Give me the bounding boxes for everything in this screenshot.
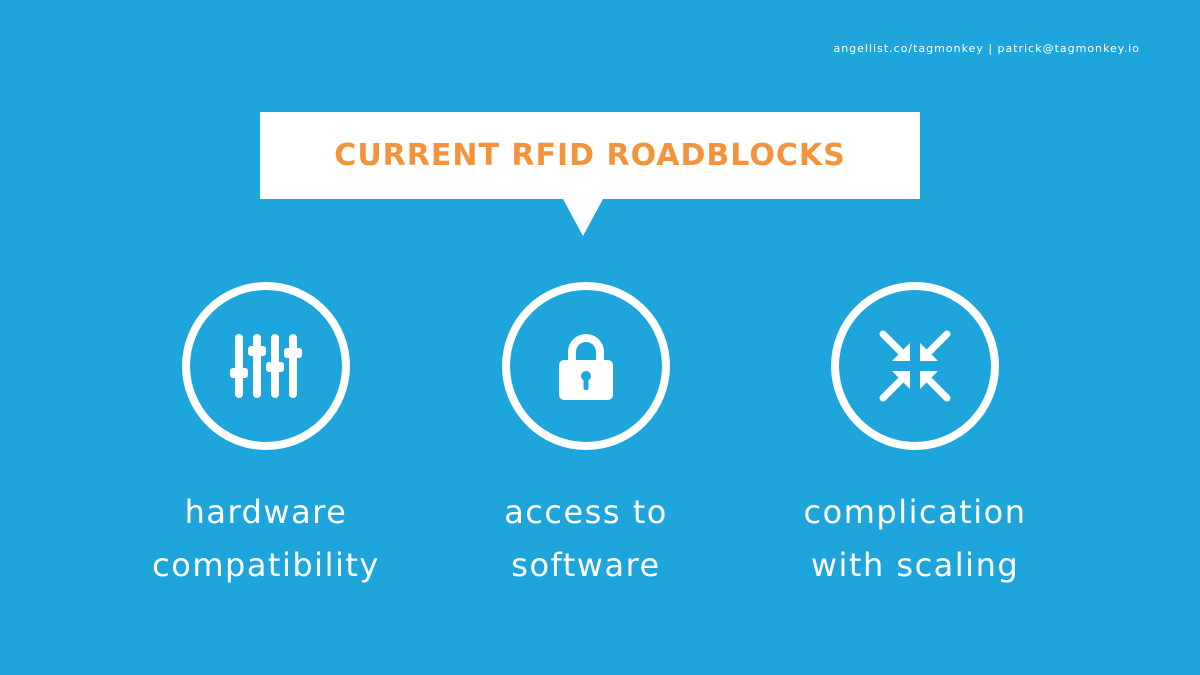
icon-circle: [831, 282, 999, 450]
roadblock-label: complication with scaling: [804, 486, 1027, 592]
slide-title: CURRENT RFID ROADBLOCKS: [334, 138, 846, 173]
roadblock-label: access to software: [504, 486, 668, 592]
callout-pointer: [563, 199, 603, 236]
roadblock-hardware: hardware compatibility: [116, 282, 416, 592]
label-line-2: software: [511, 546, 661, 584]
label-line-2: compatibility: [152, 546, 380, 584]
compress-arrows-icon: [879, 330, 951, 402]
icon-circle: [182, 282, 350, 450]
label-line-1: access to: [504, 493, 668, 531]
contact-info: angellist.co/tagmonkey | patrick@tagmonk…: [833, 42, 1140, 55]
lock-icon: [559, 334, 613, 400]
sliders-icon: [230, 334, 302, 398]
label-line-1: hardware: [184, 493, 348, 531]
icon-circle: [502, 282, 670, 450]
title-callout: CURRENT RFID ROADBLOCKS: [260, 112, 920, 199]
roadblock-label: hardware compatibility: [152, 486, 380, 592]
roadblock-access: access to software: [436, 282, 736, 592]
label-line-2: with scaling: [810, 546, 1020, 584]
label-line-1: complication: [803, 493, 1027, 531]
roadblock-scaling: complication with scaling: [765, 282, 1065, 592]
